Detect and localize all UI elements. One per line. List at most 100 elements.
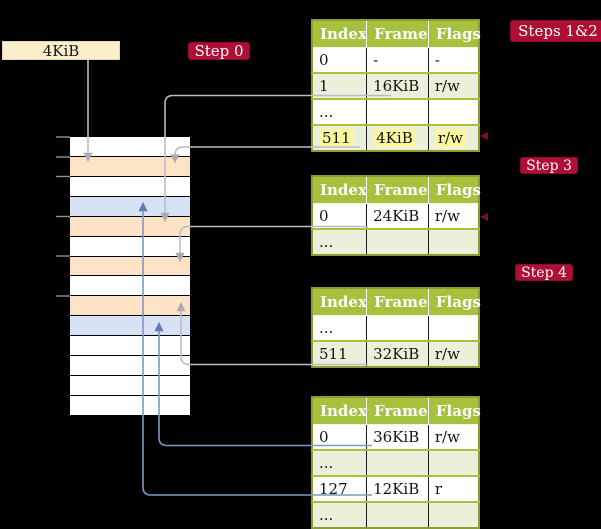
memory-frame-row-10-blue (70, 316, 190, 336)
cell-flags (427, 315, 479, 341)
highlighted-value: 511 (319, 129, 354, 147)
cell-index: ... (319, 319, 334, 337)
step-3-badge: Step 3 (520, 157, 578, 174)
column-header-frame: Frame (366, 288, 429, 316)
cell-frame (366, 502, 429, 528)
cell-flags: r/w (427, 424, 479, 450)
step-0-badge: Step 0 (188, 42, 250, 60)
memory-frame-row-2-peach (70, 156, 190, 176)
column-header-frame: Frame (366, 176, 429, 204)
table-row: 0 -- (312, 47, 479, 73)
step-4-label: Step 4 (521, 264, 567, 281)
cell-index: 511 (312, 125, 367, 151)
memory-frame-row-12-white (70, 356, 190, 376)
table-row: ... (312, 229, 479, 255)
steps-1-2-badge: Steps 1&2 (510, 20, 601, 42)
column-header-flags: Flags (427, 176, 481, 204)
cell-frame (366, 229, 429, 255)
table-row: ... (312, 502, 479, 528)
cell-frame: 16KiB (366, 73, 429, 99)
cell-index: 0 (319, 207, 329, 225)
memory-frame-row-13-white (70, 376, 190, 395)
cell-frame: 12KiB (366, 476, 429, 502)
cell-frame: 32KiB (366, 341, 429, 367)
cell-flags: - (427, 47, 479, 73)
physical-memory-strip (70, 137, 190, 415)
column-header-frame: Frame (366, 397, 429, 425)
steps-1-2-label: Steps 1&2 (518, 22, 598, 40)
root-pointer-box: 4KiB (2, 41, 120, 60)
cell-index: ... (319, 233, 334, 251)
cell-frame: 36KiB (366, 424, 429, 450)
cell-index: 0 (319, 51, 329, 69)
cell-flags (427, 99, 479, 125)
table-row: ... (312, 99, 479, 125)
table-row: ... (312, 315, 479, 341)
cell-index: ... (319, 103, 334, 121)
column-header-index: Index (312, 20, 367, 48)
arrow-left-icon (480, 213, 488, 221)
highlighted-value: r/w (434, 129, 466, 147)
memory-frame-row-1-white (70, 137, 190, 156)
cell-frame: 4KiB (366, 125, 429, 151)
step-3-label: Step 3 (526, 157, 572, 174)
cell-flags (427, 229, 479, 255)
cell-flags (427, 450, 479, 476)
cell-index: ... (319, 454, 334, 472)
cell-frame (366, 99, 429, 125)
memory-frame-row-4-blue (70, 196, 190, 216)
cell-frame: - (366, 47, 429, 73)
step-4-badge: Step 4 (515, 264, 573, 281)
column-header-flags: Flags (427, 288, 481, 316)
step-0-label: Step 0 (194, 42, 244, 60)
cell-frame (366, 450, 429, 476)
highlighted-value: 4KiB (373, 129, 416, 147)
memory-frame-row-8-white (70, 276, 190, 296)
cell-index: ... (319, 506, 334, 524)
cell-flags (427, 502, 479, 528)
cell-frame (366, 315, 429, 341)
root-pointer-label: 4KiB (42, 41, 80, 60)
column-header-frame: Frame (366, 20, 429, 48)
memory-frame-row-5-peach (70, 216, 190, 236)
memory-frame-row-11-white (70, 336, 190, 356)
table-row: 511 4KiB r/w (312, 125, 479, 151)
memory-frame-row-7-peach (70, 256, 190, 276)
column-header-index: Index (312, 176, 367, 204)
cell-frame: 24KiB (366, 203, 429, 229)
column-header-flags: Flags (427, 397, 481, 425)
cell-index: 1 (319, 77, 329, 95)
column-header-index: Index (312, 397, 367, 425)
cell-flags: r/w (427, 203, 479, 229)
memory-frame-row-6-white (70, 236, 190, 256)
cell-flags: r/w (427, 341, 479, 367)
cell-flags: r/w (427, 125, 479, 151)
column-header-flags: Flags (427, 20, 481, 48)
memory-frame-row-9-peach (70, 296, 190, 316)
column-header-index: Index (312, 288, 367, 316)
cell-flags: r (427, 476, 479, 502)
cell-index: 0 (319, 428, 329, 446)
table-row: ... (312, 450, 479, 476)
step-callout-arrows (480, 132, 488, 221)
memory-tick-marks (56, 136, 70, 297)
cell-index: 511 (319, 345, 348, 363)
cell-flags: r/w (427, 73, 479, 99)
cell-index: 127 (319, 480, 348, 498)
memory-frame-row-14-white (70, 395, 190, 415)
arrow-left-icon (480, 132, 488, 140)
